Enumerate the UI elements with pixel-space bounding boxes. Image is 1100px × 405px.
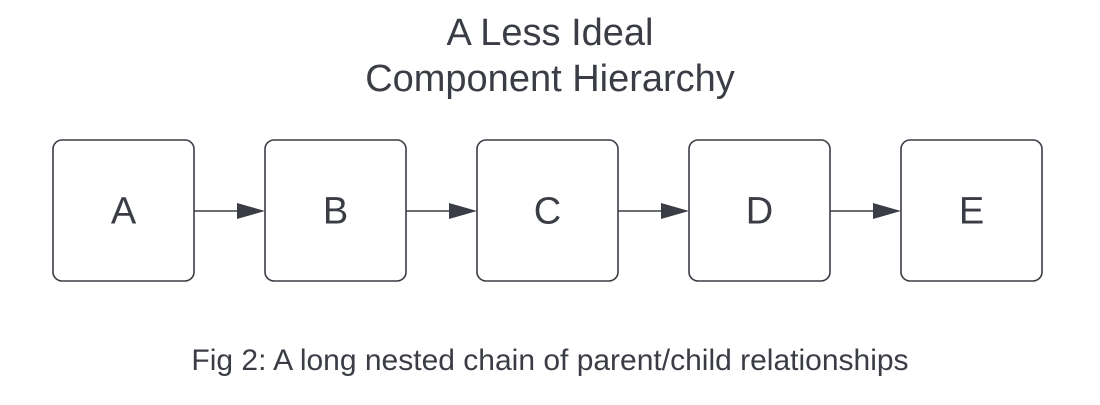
node-d: D <box>688 139 831 282</box>
diagram-title: A Less Ideal Component Hierarchy <box>0 10 1100 102</box>
arrowhead-icon <box>661 203 689 219</box>
node-e-label: E <box>959 191 984 233</box>
node-c: C <box>476 139 619 282</box>
diagram-title-line-1: A Less Ideal <box>446 12 654 54</box>
edge-b-to-c <box>406 203 477 219</box>
node-c-label: C <box>534 191 561 233</box>
node-c-box <box>476 139 619 282</box>
arrowhead-icon <box>873 203 901 219</box>
node-a-label: A <box>111 191 137 233</box>
edge-c-to-d <box>618 203 689 219</box>
nodes-layer: A B C D E <box>52 139 1043 282</box>
arrowhead-icon <box>237 203 265 219</box>
node-b-label: B <box>323 191 348 233</box>
edge-d-to-e <box>830 203 901 219</box>
node-e: E <box>900 139 1043 282</box>
node-b-box <box>264 139 407 282</box>
node-a-box <box>52 139 195 282</box>
edge-a-to-b <box>194 203 265 219</box>
arrowhead-icon <box>449 203 477 219</box>
node-d-box <box>688 139 831 282</box>
node-d-label: D <box>746 191 773 233</box>
diagram-title-line-2: Component Hierarchy <box>365 58 735 100</box>
edges-layer <box>194 203 901 219</box>
figure-caption: Fig 2: A long nested chain of parent/chi… <box>191 344 909 377</box>
node-a: A <box>52 139 195 282</box>
node-b: B <box>264 139 407 282</box>
node-e-box <box>900 139 1043 282</box>
